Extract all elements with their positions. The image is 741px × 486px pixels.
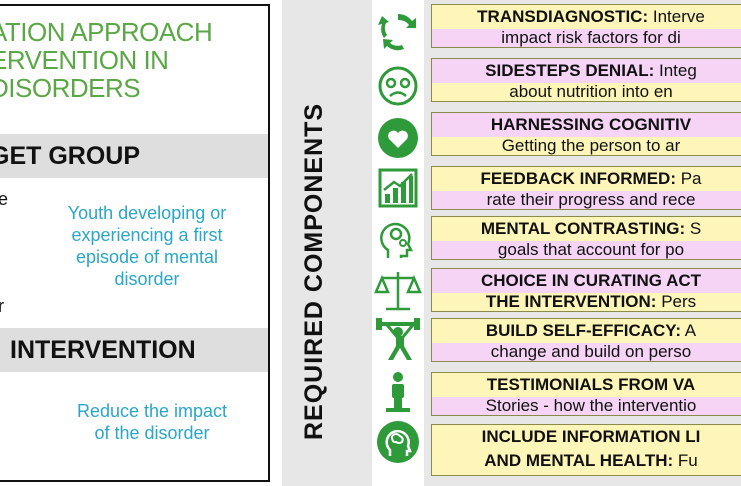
component-label-line2: THE INTERVENTION: <box>485 292 657 311</box>
cycle-arrows-icon <box>378 14 416 51</box>
component-label: HARNESSING COGNITIV <box>490 115 692 134</box>
bar-chart-icon <box>378 168 418 208</box>
component-description-line2: Stories - how the interventio <box>485 396 697 415</box>
component-description-line2: rate their progress and rece <box>486 190 696 209</box>
intervention-text: Reduce the impact of the disorder <box>76 401 228 443</box>
head-gears-icon <box>380 222 414 258</box>
panel-title: ATION APPROACH ERVENTION IN DISORDERS <box>0 17 213 103</box>
heart-icon <box>378 118 418 158</box>
component-description-line2: impact risk factors for di <box>501 28 681 47</box>
component-label: FEEDBACK INFORMED: <box>480 169 676 188</box>
component-description-line2: change and build on perso <box>490 342 692 361</box>
component-label: TRANSDIAGNOSTIC: <box>477 7 649 26</box>
component-label: MENTAL CONTRASTING: <box>480 219 686 238</box>
target-group-heading: GET GROUP <box>0 134 268 178</box>
component-description-line2: Pers <box>656 292 697 311</box>
component-card-feedback-informed: FEEDBACK INFORMED: Pa rate their progres… <box>431 166 741 210</box>
target-text-fragment-bottom: r <box>0 296 4 317</box>
component-card-choice-in-curating: CHOICE IN CURATING ACT THE INTERVENTION:… <box>431 268 741 312</box>
component-description: Interve <box>648 7 705 26</box>
intervention-heading: INTERVENTION <box>0 328 268 372</box>
speaker-icon <box>386 372 410 412</box>
component-description-line2: about nutrition into en <box>509 82 673 101</box>
component-description-line2: goals that account for po <box>497 240 685 259</box>
component-description: Integ <box>654 61 697 80</box>
scales-icon <box>374 272 422 311</box>
target-text-fragment-top: e <box>0 189 8 210</box>
component-label-line2: AND MENTAL HEALTH: <box>484 451 674 470</box>
component-card-build-self-efficacy: BUILD SELF-EFFICACY: A change and build … <box>431 318 741 362</box>
weightlifter-icon <box>376 318 420 360</box>
target-group-text: Youth developing or experiencing a first… <box>67 203 227 289</box>
component-description: Pa <box>675 169 702 188</box>
component-label: BUILD SELF-EFFICACY: <box>485 321 682 340</box>
component-card-testimonials: TESTIMONIALS FROM VA Stories - how the i… <box>431 372 741 416</box>
component-card-sidesteps-denial: SIDESTEPS DENIAL: Integ about nutrition … <box>431 58 741 102</box>
component-description-line2: Fu <box>673 451 698 470</box>
component-card-transdiagnostic: TRANSDIAGNOSTIC: Interve impact risk fac… <box>431 4 741 48</box>
component-description-line2: Getting the person to ar <box>501 136 681 155</box>
component-card-include-information: INCLUDE INFORMATION LI AND MENTAL HEALTH… <box>431 424 741 476</box>
required-components-heading: REQUIRED COMPONENTS <box>300 102 328 440</box>
component-label: SIDESTEPS DENIAL: <box>485 61 655 80</box>
component-card-mental-contrasting: MENTAL CONTRASTING: S goals that account… <box>431 216 741 260</box>
brain-head-icon <box>377 421 419 463</box>
component-description: S <box>685 219 702 238</box>
worried-face-icon <box>378 66 418 106</box>
intervention-summary-panel: ATION APPROACH ERVENTION IN DISORDERS GE… <box>0 4 270 482</box>
component-description: A <box>681 321 697 340</box>
component-label: CHOICE IN CURATING ACT <box>480 271 702 290</box>
component-label: INCLUDE INFORMATION LI <box>481 427 701 446</box>
component-label: TESTIMONIALS FROM VA <box>486 375 696 394</box>
component-card-harnessing-cognitive: HARNESSING COGNITIV Getting the person t… <box>431 112 741 156</box>
